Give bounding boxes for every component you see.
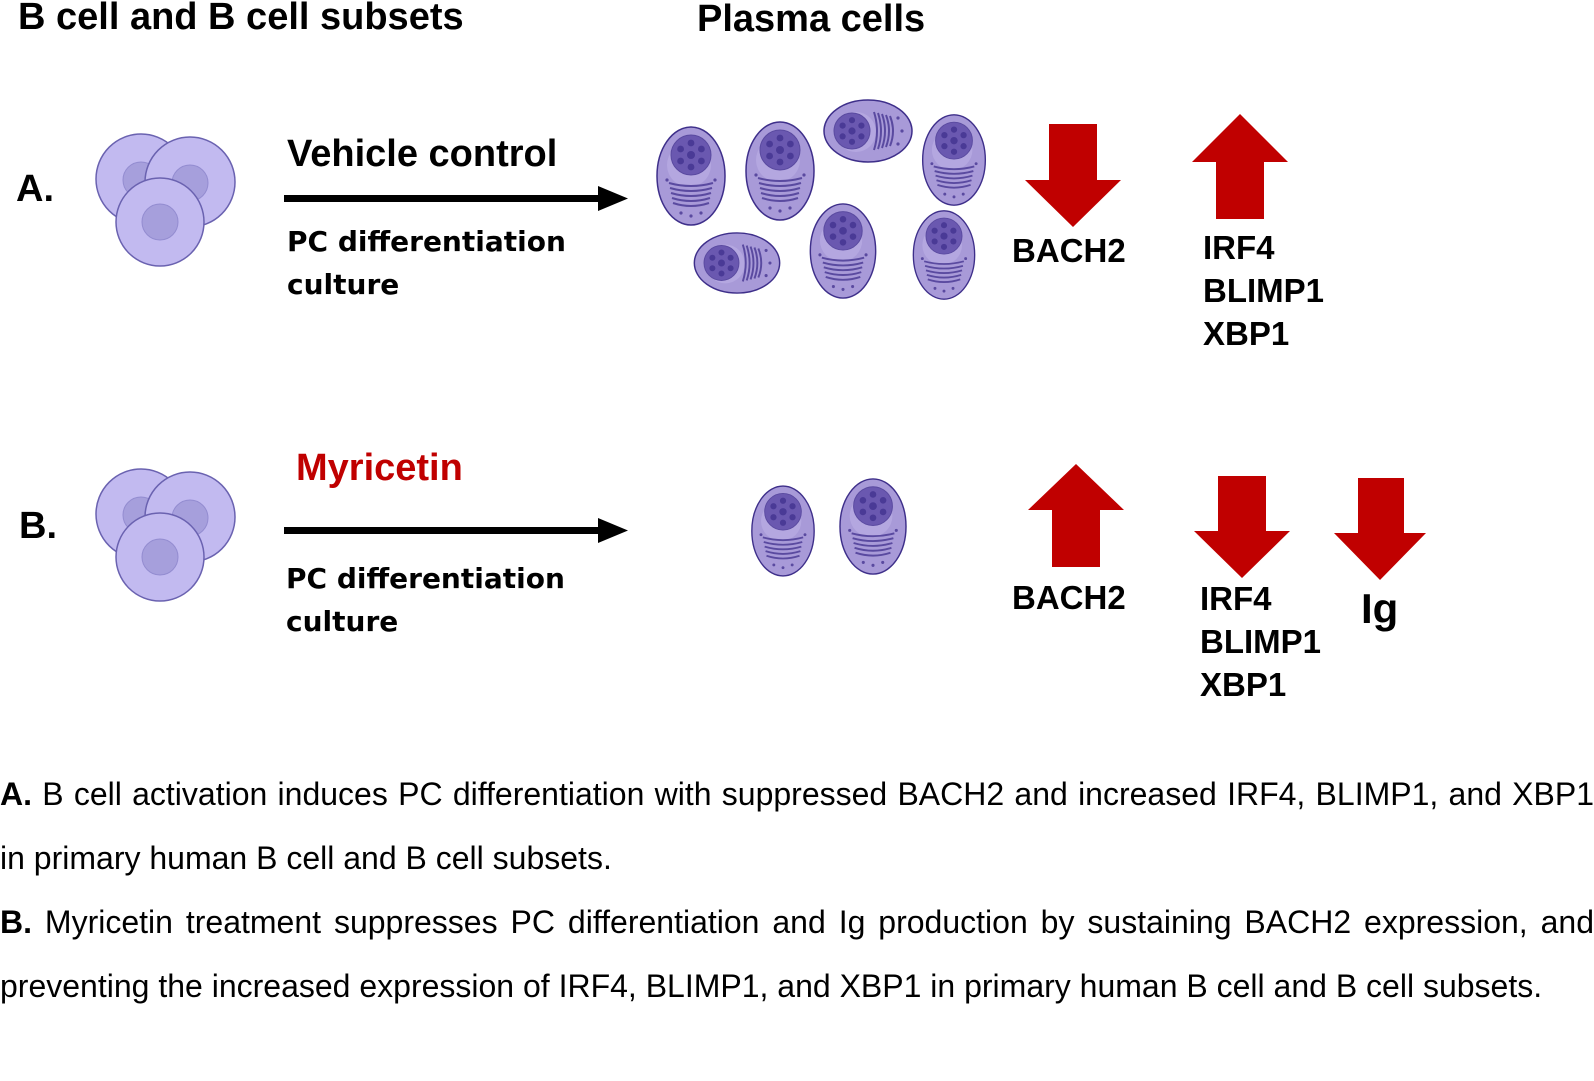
plasma-cell-icon	[912, 210, 976, 300]
culture-line2: culture	[287, 268, 400, 301]
caption-b: B. Myricetin treatment suppresses PC dif…	[0, 890, 1594, 1018]
culture-line1: PC differentiation	[286, 562, 565, 595]
caption-a-text: B cell activation induces PC differentia…	[0, 776, 1594, 876]
up-arrow-icon	[1192, 114, 1288, 219]
gene-list-b: IRF4 BLIMP1 XBP1	[1200, 577, 1321, 706]
gene-label-blimp1: BLIMP1	[1203, 272, 1325, 309]
gene-list-a: IRF4 BLIMP1 XBP1	[1203, 226, 1324, 355]
treatment-label-a: Vehicle control	[287, 133, 558, 175]
down-arrow-icon	[1194, 476, 1290, 578]
caption-b-label: B.	[0, 904, 32, 940]
up-arrow-icon	[1028, 464, 1124, 567]
b-cell-header: B cell and B cell subsets	[18, 0, 464, 38]
plasma-cell-icon	[693, 232, 781, 294]
gene-label-bach2-a: BACH2	[1012, 232, 1126, 269]
caption-b-text: Myricetin treatment suppresses PC differ…	[0, 904, 1594, 1004]
gene-label-xbp1: XBP1	[1200, 666, 1287, 703]
down-arrow-icon	[1025, 124, 1121, 227]
plasma-cell-icon	[745, 121, 815, 221]
plasma-cell-icon	[921, 114, 987, 206]
b-cell-cluster-b	[95, 468, 236, 602]
gene-label-bach2-b: BACH2	[1012, 579, 1126, 616]
plasma-cell-icon	[751, 485, 815, 577]
gene-label-blimp1: BLIMP1	[1200, 623, 1322, 660]
figure-caption: A. B cell activation induces PC differen…	[0, 762, 1594, 1018]
culture-label-b: PC differentiation culture	[286, 557, 565, 643]
treatment-label-b: Myricetin	[296, 447, 463, 489]
plasma-cell-icon	[809, 203, 877, 299]
b-cell-icon	[115, 512, 205, 602]
b-cell-icon	[115, 177, 205, 267]
panel-a-label: A.	[16, 168, 54, 210]
plasma-cell-icon	[839, 478, 907, 575]
caption-a: A. B cell activation induces PC differen…	[0, 762, 1594, 890]
differentiation-arrow-b	[284, 518, 628, 543]
plasma-cell-icon	[656, 126, 726, 226]
b-cell-cluster-a	[95, 133, 236, 267]
culture-label-a: PC differentiation culture	[287, 220, 566, 306]
culture-line1: PC differentiation	[287, 225, 566, 258]
down-arrow-icon	[1334, 478, 1426, 580]
gene-label-ig: Ig	[1361, 585, 1399, 632]
gene-label-xbp1: XBP1	[1203, 315, 1290, 352]
culture-line2: culture	[286, 605, 399, 638]
plasma-cells-header: Plasma cells	[697, 0, 926, 40]
gene-label-irf4: IRF4	[1203, 229, 1275, 266]
caption-a-label: A.	[0, 776, 32, 812]
plasma-cell-icon	[823, 99, 913, 163]
gene-label-irf4: IRF4	[1200, 580, 1272, 617]
panel-b-label: B.	[19, 505, 57, 547]
differentiation-arrow-a	[284, 186, 628, 211]
